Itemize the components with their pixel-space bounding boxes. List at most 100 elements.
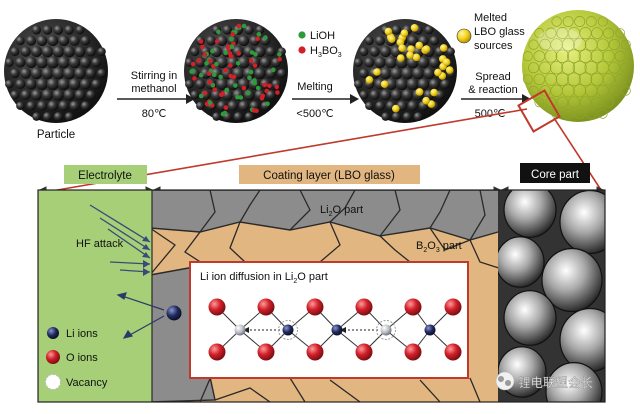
reagent-dot (208, 58, 213, 64)
particle-grain (602, 50, 615, 63)
particle-grain (402, 112, 412, 122)
reagent-dot (260, 93, 266, 99)
particle-grain (620, 39, 631, 50)
particle-grain (578, 72, 593, 87)
particle-grain (237, 56, 250, 69)
particle-grain (572, 60, 587, 75)
particle-grain (596, 84, 609, 97)
particle-grain (266, 90, 276, 100)
particle-grain (36, 56, 48, 69)
particle-grain (260, 35, 271, 46)
particle-grain (429, 35, 440, 46)
reagent-dot (249, 50, 255, 55)
particle-grain (379, 67, 392, 80)
core-tag (520, 163, 590, 183)
particle-grain (212, 112, 221, 121)
particle-grain (375, 35, 386, 46)
particle-grain (36, 78, 48, 90)
reagent-dot (223, 105, 229, 110)
particle-grain (608, 38, 621, 51)
particle-grain (528, 62, 539, 74)
particle-grain (545, 27, 557, 39)
particle-grain (549, 61, 564, 75)
lbo-glass-icon (456, 28, 472, 44)
particle-grain (74, 89, 86, 101)
reagent-coated-sphere (184, 19, 288, 123)
reagent-dot (253, 52, 258, 57)
reagent-dot (262, 82, 268, 88)
particle-grain (10, 47, 20, 57)
o-ion (208, 298, 226, 316)
reagent-dot (198, 72, 204, 78)
particle-grain (391, 25, 402, 35)
particle-grain (16, 101, 25, 111)
li-ion-escape (116, 292, 182, 339)
particle-grain (620, 62, 632, 73)
reagent-dot (212, 87, 217, 92)
melted-label-line3: sources (474, 40, 513, 52)
particle-grain (53, 112, 63, 122)
particle-grain (597, 109, 608, 119)
particle-grain (97, 47, 106, 56)
particle-grain (614, 50, 626, 62)
li-ion-icon (47, 327, 59, 339)
watermark-text: 锂电联盟会长 (518, 375, 594, 390)
particle-grain (574, 108, 585, 120)
step2-arrow (292, 94, 359, 104)
particle-grain (75, 25, 85, 35)
particle-grain (216, 56, 228, 69)
vacancy-icon (45, 374, 61, 390)
particle-grain (417, 56, 430, 69)
legend-li-ions: Li ions (66, 328, 98, 340)
particle-grain (277, 68, 287, 78)
o-ion (306, 298, 324, 316)
reagent-dot (267, 83, 272, 89)
reagent-dot (200, 44, 205, 50)
particle-grain (74, 67, 86, 80)
reagent-dot (207, 79, 212, 85)
o-ion (257, 343, 275, 361)
particle-grain (561, 84, 575, 98)
particle-grain (555, 72, 570, 86)
glass-droplet (422, 45, 431, 53)
particle-grain (374, 56, 386, 69)
particle-grain (36, 35, 48, 47)
particle-grain (9, 68, 20, 79)
vacancy-site (234, 324, 246, 336)
particle-grain (354, 79, 363, 89)
ion-legend: Li ions O ions Vacancy (45, 327, 108, 390)
particle-grain (591, 96, 603, 109)
particle-grain (359, 90, 369, 100)
particle-grain (401, 89, 414, 101)
o-ion (404, 298, 422, 316)
glass-droplet (396, 38, 405, 47)
particle-grain (86, 90, 96, 100)
particle-grain (551, 16, 562, 27)
particle-grain (15, 36, 25, 46)
watermark: 锂电联盟会长 (495, 371, 594, 391)
reagent-legend: LiOH H3BO3 (298, 30, 342, 59)
particle-grain (25, 78, 37, 90)
b2o3-part-label: B2O3 part (416, 240, 462, 254)
reagent-h3bo3: H3BO3 (310, 45, 342, 59)
vacancy-ring (376, 320, 396, 340)
legend-vacancy: Vacancy (66, 377, 108, 389)
particle-grain (68, 56, 81, 69)
particle-grain (586, 108, 597, 120)
particle-grain (584, 60, 599, 75)
melted-label-line1: Melted (474, 12, 507, 24)
glass-source-sphere (353, 19, 457, 123)
glass-droplet (442, 58, 451, 66)
particle-grain (32, 112, 41, 121)
particle-grain (608, 85, 620, 97)
particle-grain (85, 46, 96, 57)
lattice-diagram (208, 298, 462, 361)
particle-grain (522, 74, 533, 85)
particle-grain (52, 67, 65, 80)
particle-grain (254, 67, 266, 80)
step1-label-line1: Stirring in (131, 70, 177, 82)
particle-grain (15, 79, 26, 90)
particle-grain (4, 58, 14, 67)
particle-grain (413, 112, 423, 121)
particle-grain (69, 100, 80, 111)
